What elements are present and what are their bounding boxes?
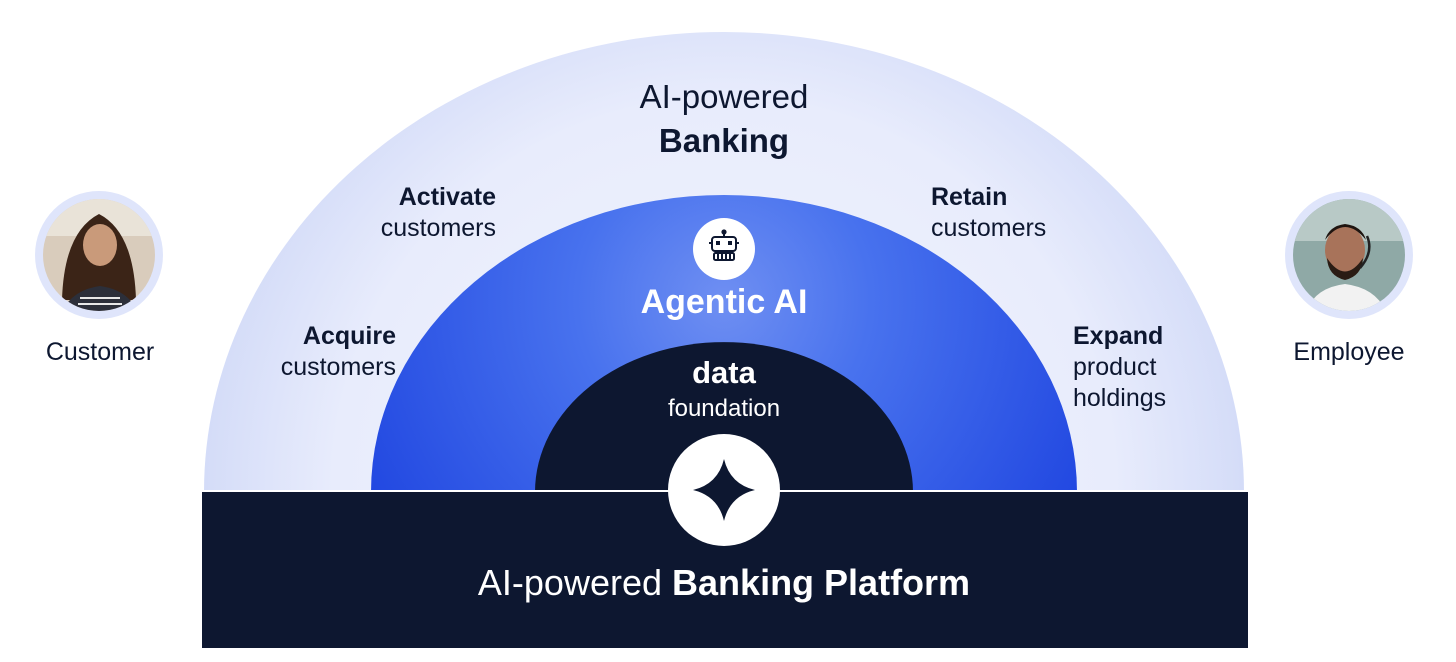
stage-acquire-rest: customers [280,352,396,381]
stage-activate: Activate customers [296,183,496,243]
stage-retain-rest: customers [931,213,1047,242]
stage-expand-rest-line2: holdings [1073,383,1167,412]
outer-title-line1: AI-powered [639,78,809,115]
outer-arc-title: AI-powered Banking [574,78,874,160]
stage-activate-bold: Activate [398,183,496,211]
outer-title-line2: Banking [658,121,790,159]
employee-label: Employee [1293,338,1405,366]
stage-expand-rest-line1: product [1073,352,1157,381]
data-foundation-label: data foundation [624,355,824,422]
sparkle-star-icon [693,459,755,521]
foundation-subtitle: foundation [667,394,781,422]
stage-expand: Expand product holdings [1073,322,1233,412]
robot-badge [693,218,755,280]
customer-avatar [35,191,163,319]
data-title: data [692,355,756,390]
stage-expand-bold: Expand [1073,322,1164,350]
inner-arc [535,342,913,492]
platform-label: AI-powered Banking Platform [374,562,1074,603]
stage-acquire: Acquire customers [196,322,396,382]
platform-badge [668,434,780,546]
stage-acquire-bold: Acquire [302,322,396,350]
platform-label-bold: Banking Platform [672,562,971,603]
robot-icon [709,229,739,261]
agentic-ai-title: Agentic AI [640,283,808,321]
stage-activate-rest: customers [380,213,496,242]
stage-retain-bold: Retain [931,183,1008,211]
stage-retain: Retain customers [931,183,1131,243]
customer-label: Customer [45,338,155,366]
platform-label-regular: AI-powered [477,562,663,603]
employee-avatar [1285,191,1413,319]
